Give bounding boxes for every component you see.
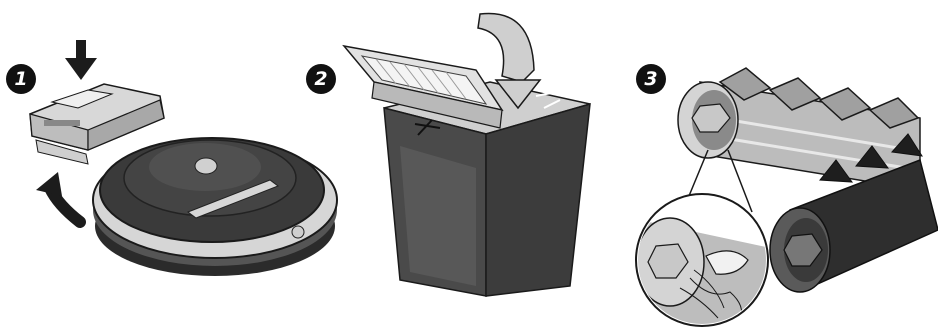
- step-3-panel: 3: [620, 0, 938, 327]
- robot-vacuum-bin-removal-icon: [0, 0, 330, 327]
- step-2-badge: 2: [306, 64, 336, 94]
- brush-rollers-hair-cleaning-icon: [620, 0, 938, 327]
- step-1-badge: 1: [6, 64, 36, 94]
- light-brush-roller-icon: [678, 68, 920, 190]
- slide-arrow-icon: [36, 172, 80, 222]
- bin-filter-removal-icon: [300, 0, 620, 327]
- down-arrow-icon: [65, 40, 97, 80]
- step-3-badge: 3: [636, 64, 666, 94]
- magnifier-callout-icon: [636, 150, 780, 326]
- step-2-panel: 2: [300, 0, 620, 327]
- step-1-panel: 1: [0, 0, 330, 327]
